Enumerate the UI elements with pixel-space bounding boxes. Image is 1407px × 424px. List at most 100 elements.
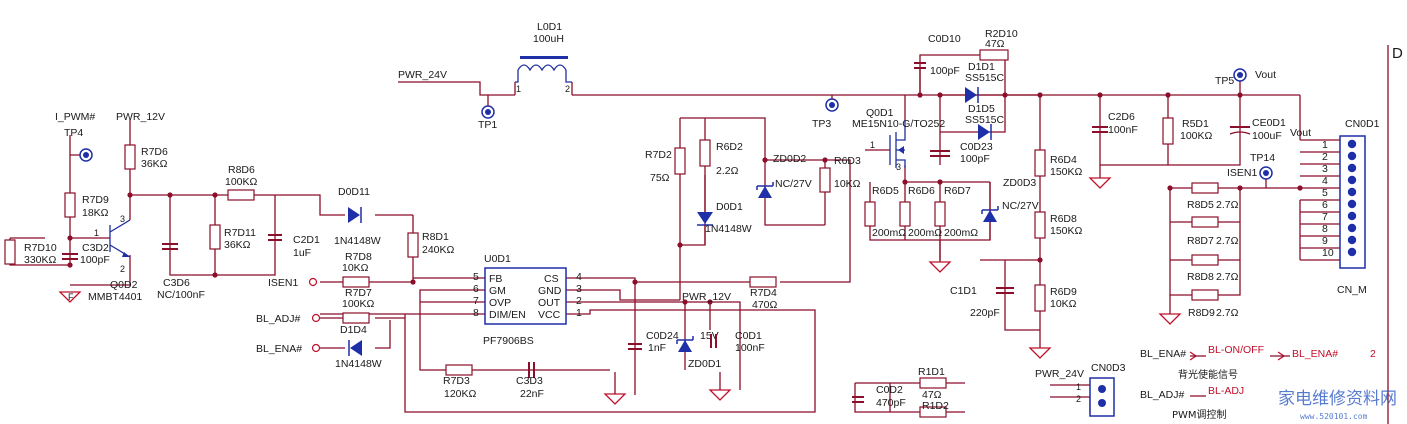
r8d9-ref: R8D9 [1188, 307, 1215, 319]
q0d1-pin1: 1 [870, 140, 875, 150]
c2d6-ref: C2D6 [1108, 111, 1135, 123]
watermark-url: www.520101.com [1300, 412, 1368, 421]
d1d1-val: SS515C [965, 72, 1005, 84]
r1d1-ref: R1D1 [918, 366, 945, 378]
l0d1-pin2: 2 [565, 84, 570, 94]
c2d1-ref: C2D1 [293, 234, 320, 246]
cn0d1-pad-6 [1347, 199, 1357, 209]
ic-u0d1: U0D1 PF7906BS FB GM OVP DIM/EN 5 6 7 8 C… [473, 253, 582, 347]
net-pwr12-left: PWR_12V [116, 111, 165, 123]
zener-zd0d2: ZD0D2 NC/27V [756, 153, 812, 198]
inductor-l0d1: L0D1 100uH 1 2 [515, 21, 572, 94]
ce0d1-val: 100uF [1252, 130, 1282, 142]
resistor-r7d11: R7D11 36KΩ [209, 224, 256, 251]
r6d2-val: 2.2Ω [716, 165, 739, 177]
net-pwr24: PWR_24V [398, 69, 447, 81]
net-i-pwm: I_PWM# [55, 111, 95, 123]
r7d2-ref: R7D2 [645, 149, 672, 161]
r6d3-val: 10KΩ [834, 178, 861, 190]
capacitor-c3d2: C3D2 100pF [62, 242, 110, 266]
zd0d3-val: NC/27V [1002, 200, 1039, 212]
d0d11-ref: D0D11 [338, 186, 370, 198]
d0d1-ref: D0D1 [716, 201, 743, 213]
r7d4-ref: R7D4 [750, 287, 777, 299]
net-isen1-left: ISEN1 [268, 277, 299, 289]
resistor-r7d10: R7D10 330KΩ [4, 239, 57, 266]
resistor-r8d9: R8D9 2.7Ω [1188, 289, 1239, 319]
d1d4-ref: D1D4 [340, 324, 367, 336]
r6d7-ref: R6D7 [944, 185, 971, 197]
r7d8-ref: R7D8 [345, 251, 372, 263]
svg-text:F: F [68, 292, 74, 302]
ic-pin-num-7: 7 [473, 295, 479, 307]
resistor-r7d8: R7D8 10KΩ [342, 251, 372, 288]
cn0d1-pin-8: 8 [1322, 223, 1328, 235]
c2d6-val: 100nF [1108, 124, 1138, 136]
cn0d1-pin-6: 6 [1322, 199, 1328, 211]
diode-d1d4: D1D4 1N4148W [335, 324, 382, 370]
r6d8-val: 150KΩ [1050, 225, 1083, 237]
resistor-r2d10: R2D10 47Ω [979, 28, 1018, 61]
r7d11-ref: R7D11 [224, 227, 256, 239]
resistor-r8d8: R8D8 2.7Ω [1187, 254, 1239, 283]
q0d1-val: ME15N10-G/TO252 [852, 118, 945, 130]
r8d8-val: 2.7Ω [1216, 271, 1239, 283]
r7d9-ref: R7D9 [82, 194, 109, 206]
resistor-r8d5: R8D5 2.7Ω [1187, 182, 1239, 211]
resistor-r7d7: R7D7 100KΩ [342, 287, 375, 324]
capacitor-c2d6: C2D6 100nF [1092, 111, 1138, 136]
resistor-r7d6: R7D6 36KΩ [124, 144, 168, 170]
resistor-r6d8: R6D8 150KΩ [1034, 211, 1083, 239]
cn0d1-pin-1: 1 [1322, 139, 1328, 151]
r7d3-ref: R7D3 [443, 375, 470, 387]
cn0d1-pad-9 [1347, 235, 1357, 245]
net-bl-adj2: BL_ADJ# [1140, 389, 1185, 401]
net-bl-adj3: BL-ADJ [1208, 385, 1244, 397]
zd0d1-ref: ZD0D1 [688, 358, 721, 370]
net-vout-top: Vout [1255, 69, 1276, 81]
wires [9, 45, 1389, 424]
ic-pin-fb: FB [489, 273, 502, 285]
cn0d1-pin-9: 9 [1322, 235, 1328, 247]
cn0d1-pad-3 [1347, 163, 1357, 173]
d1d5-ref: D1D5 [968, 103, 995, 115]
r8d5-ref: R8D5 [1187, 199, 1214, 211]
cn0d1-pin-3: 3 [1322, 163, 1328, 175]
watermark-text: 家电维修资料网 [1278, 389, 1397, 409]
r6d5-ref: R6D5 [872, 185, 899, 197]
c3d2-ref: C3D2 [82, 242, 109, 254]
capacitor-c0d23: C0D23 100pF [930, 141, 993, 165]
c1d1-ref: C1D1 [950, 285, 977, 297]
r7d8-val: 10KΩ [342, 262, 369, 274]
r6d7-val: 200mΩ [944, 227, 978, 239]
resistor-r6d7: R6D7 200mΩ [934, 185, 978, 239]
cn0d1-pin-4: 4 [1322, 175, 1328, 187]
net-bl-ena2: BL_ENA# [1140, 348, 1186, 360]
cn0d1-ref: CN0D1 [1345, 118, 1380, 130]
ic-pin-cs: CS [544, 273, 559, 285]
tp4-label: TP4 [64, 127, 83, 139]
transistor-q0d2: 1 2 3 Q0D2 MMBT4401 [88, 214, 142, 303]
ic-pin-gm: GM [489, 285, 506, 297]
l0d1-ref: L0D1 [537, 21, 562, 33]
c3d3-val: 22nF [520, 388, 544, 400]
cn0d1-pin-2: 2 [1322, 151, 1328, 163]
r5d1-ref: R5D1 [1182, 118, 1209, 130]
r6d4-ref: R6D4 [1050, 154, 1077, 166]
ic-pin-num-1: 1 [576, 307, 582, 319]
cn0d1-pad-8 [1347, 223, 1357, 233]
l0d1-val: 100uH [533, 33, 564, 45]
r7d10-val: 330KΩ [24, 254, 57, 266]
ic-pin-num-5: 5 [473, 271, 479, 283]
ic-pin-ovp: OVP [489, 297, 511, 309]
r2d10-ref: R2D10 [985, 28, 1018, 40]
c0d23-val: 100pF [960, 153, 990, 165]
r2d10-val: 47Ω [985, 38, 1005, 50]
c1d1-val: 220pF [970, 307, 1000, 319]
diode-d1d5: D1D5 SS515C [965, 103, 1005, 140]
zd0d2-val: NC/27V [775, 178, 812, 190]
diode-d1d1: D1D1 SS515C [965, 61, 1005, 103]
r8d5-val: 2.7Ω [1216, 199, 1239, 211]
net-pwr24-bottom: PWR_24V [1035, 368, 1084, 380]
